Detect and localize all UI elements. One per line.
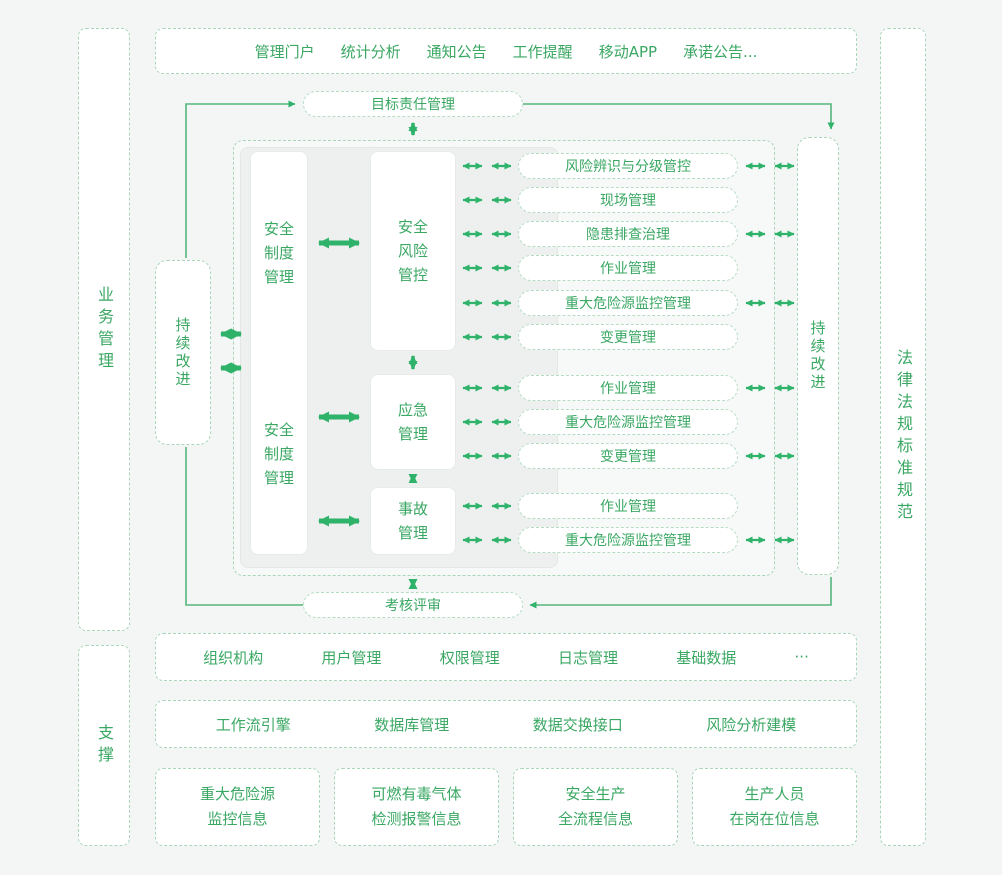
portal-item-statistics: 统计分析: [340, 42, 401, 61]
node-major-hazard-monitoring-2: 重大危险源监控管理: [518, 409, 738, 435]
accident-management-label: 事故 管理: [397, 500, 428, 542]
continuous-right-label: 持续改进: [808, 320, 827, 392]
portal-item-notices: 通知公告: [426, 42, 487, 61]
portal-bar: 管理门户 统计分析 通知公告 工作提醒 移动APP 承诺公告...: [155, 28, 857, 74]
accident-item-label: 重大危险源监控管理: [565, 533, 691, 549]
node-site-management: 现场管理: [518, 187, 738, 213]
platform-item-exchange: 数据交换接口: [532, 715, 623, 734]
node-risk-identification: 风险辨识与分级管控: [518, 153, 738, 179]
portal-item-commitments: 承诺公告...: [683, 42, 758, 61]
node-target-responsibility: 目标责任管理: [303, 91, 523, 117]
node-safety-risk-control: 安全 风险 管控: [370, 151, 456, 351]
continuous-left-label: 持续改进: [173, 316, 192, 389]
rail-legal-standards: 法律法规标准规范: [880, 28, 926, 846]
node-continuous-improvement-right: 持续改进: [797, 137, 839, 575]
accident-item-label: 作业管理: [600, 499, 656, 515]
emergency-management-label: 应急 管理: [397, 401, 428, 443]
platform-item-ellipsis: ···: [794, 648, 809, 666]
platform-item-base-data: 基础数据: [676, 648, 737, 667]
source-production-process-info: 安全生产 全流程信息: [513, 768, 678, 846]
source-label-line2: 监控信息: [207, 810, 268, 828]
risk-item-label: 现场管理: [600, 193, 656, 209]
rail-legal-label: 法律法规标准规范: [894, 349, 913, 525]
node-emergency-management: 应急 管理: [370, 374, 456, 470]
node-change-management-2: 变更管理: [518, 443, 738, 469]
emergency-item-label: 变更管理: [600, 449, 656, 465]
node-accident-management: 事故 管理: [370, 487, 456, 555]
safety-institution-top-label: 安全 制度 管理: [263, 219, 294, 286]
portal-item-mobile-app: 移动APP: [598, 42, 658, 61]
platform-item-organization: 组织机构: [203, 648, 264, 667]
emergency-item-label: 重大危险源监控管理: [565, 415, 691, 431]
risk-item-label: 风险辨识与分级管控: [565, 159, 691, 175]
platform-item-users: 用户管理: [321, 648, 382, 667]
source-label-line2: 检测报警信息: [371, 810, 462, 828]
node-operation-management-2: 作业管理: [518, 375, 738, 401]
platform-item-workflow: 工作流引擎: [215, 715, 291, 734]
source-personnel-on-duty-info: 生产人员 在岗在位信息: [692, 768, 857, 846]
risk-item-label: 作业管理: [600, 261, 656, 277]
node-operation-management-1: 作业管理: [518, 255, 738, 281]
node-change-management-1: 变更管理: [518, 324, 738, 350]
rail-support: 支撑: [78, 645, 130, 846]
risk-item-label: 变更管理: [600, 330, 656, 346]
portal-item-management-portal: 管理门户: [254, 42, 315, 61]
source-label-line1: 安全生产: [565, 785, 626, 804]
assessment-review-label: 考核评审: [385, 598, 441, 614]
portal-item-reminders: 工作提醒: [512, 42, 573, 61]
platform-item-risk-modeling: 风险分析建模: [706, 715, 797, 734]
source-label-line1: 可燃有毒气体: [371, 785, 462, 804]
node-safety-institution: 安全 制度 管理 安全 制度 管理: [250, 151, 308, 555]
platform-row-basic: 组织机构 用户管理 权限管理 日志管理 基础数据 ···: [155, 633, 857, 681]
rail-support-label: 支撑: [95, 723, 114, 768]
rail-business-management: 业务管理: [78, 28, 130, 631]
node-operation-management-3: 作业管理: [518, 493, 738, 519]
platform-item-database: 数据库管理: [374, 715, 450, 734]
node-hazard-inspection: 隐患排查治理: [518, 221, 738, 247]
node-major-hazard-monitoring-3: 重大危险源监控管理: [518, 527, 738, 553]
node-target-responsibility-label: 目标责任管理: [371, 97, 455, 113]
source-label-line2: 全流程信息: [557, 810, 633, 828]
node-assessment-review: 考核评审: [303, 592, 523, 618]
platform-item-permissions: 权限管理: [439, 648, 500, 667]
safety-risk-control-label: 安全 风险 管控: [397, 218, 428, 284]
source-major-hazard-monitoring: 重大危险源 监控信息: [155, 768, 320, 846]
platform-item-logs: 日志管理: [557, 648, 618, 667]
platform-row-engine: 工作流引擎 数据库管理 数据交换接口 风险分析建模: [155, 700, 857, 748]
risk-item-label: 重大危险源监控管理: [565, 296, 691, 312]
emergency-item-label: 作业管理: [600, 381, 656, 397]
rail-business-label: 业务管理: [95, 285, 114, 374]
source-gas-detection-alarm: 可燃有毒气体 检测报警信息: [334, 768, 499, 846]
safety-institution-bottom-label: 安全 制度 管理: [263, 420, 294, 487]
node-continuous-improvement-left: 持续改进: [155, 260, 211, 445]
source-label-line1: 生产人员: [744, 785, 805, 804]
source-label-line1: 重大危险源: [199, 785, 275, 804]
node-major-hazard-monitoring-1: 重大危险源监控管理: [518, 290, 738, 316]
source-label-line2: 在岗在位信息: [729, 810, 820, 828]
risk-item-label: 隐患排查治理: [586, 227, 670, 243]
